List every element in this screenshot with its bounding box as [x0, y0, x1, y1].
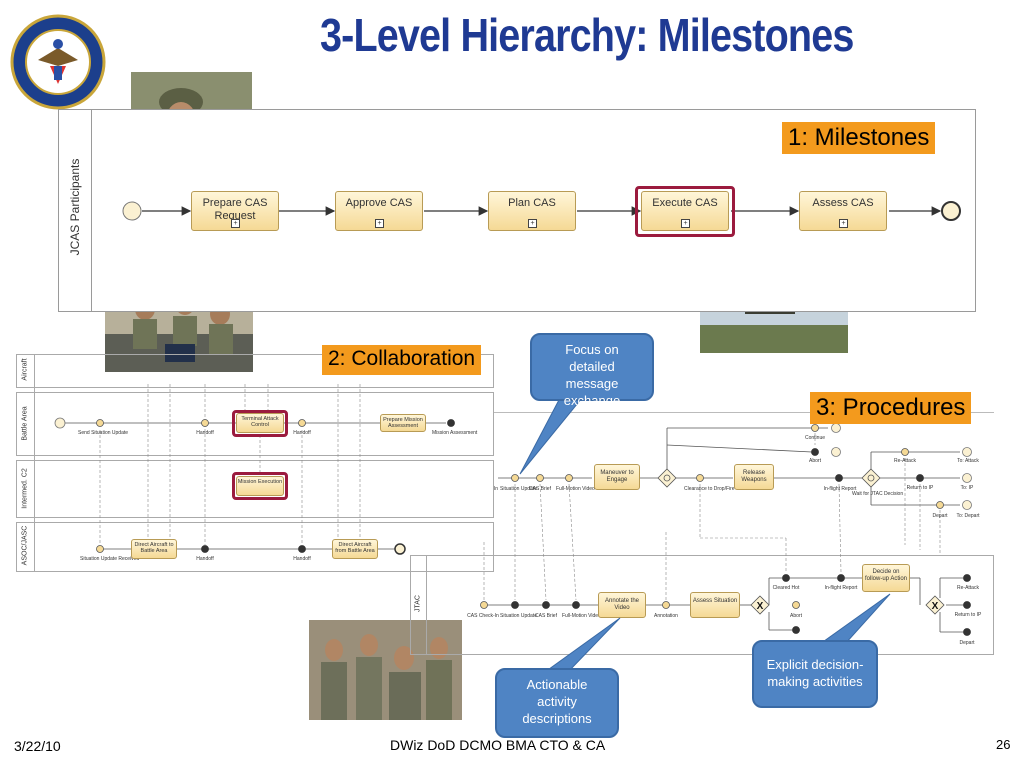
expand-icon[interactable]: + [681, 219, 690, 228]
full-motion-video-label: Full-Motion Video [562, 613, 601, 619]
to-attack-label: To: Attack [957, 458, 979, 464]
cas-check-in-label: CAS Check-In [467, 613, 499, 619]
expand-icon[interactable]: + [839, 219, 848, 228]
slide-title: 3-Level Hierarchy: Milestones [320, 9, 854, 61]
abort-label: Abort [790, 613, 802, 619]
task-approve-cas[interactable]: Approve CAS + [335, 191, 423, 231]
wait-for-jtac-decision-label: Wait for JTAC Decision [852, 491, 904, 497]
task-label: Decide on follow-up Action [864, 569, 908, 582]
task-prepare-mission-assessment[interactable]: Prepare Mission Assessment [380, 414, 426, 432]
terminal-attack-control-highlight [232, 410, 288, 437]
lane-aircraft [16, 354, 494, 388]
to-depart-label: To: Depart [956, 513, 980, 519]
task-decide-on-follow-up-action[interactable]: Decide on follow-up Action [862, 564, 910, 592]
task-annotate-the-video[interactable]: Annotate the Video [598, 592, 646, 618]
cas-brief-label: CAS Brief [529, 486, 551, 492]
abort-label: Abort [809, 458, 821, 464]
task-label: Assess CAS [812, 197, 874, 209]
briefing-room-photo [309, 620, 462, 720]
lane-asoc-jasc [16, 522, 494, 572]
dod-seal-icon [10, 14, 106, 110]
send-situation-update-label: Send Situation Update [78, 430, 129, 436]
situation-update-label: Situation Update [500, 613, 537, 619]
expand-icon[interactable]: + [375, 219, 384, 228]
task-label: Direct Aircraft to Battle Area [134, 542, 174, 554]
task-label: Annotate the Video [604, 598, 640, 611]
continue-label: Continue [804, 435, 825, 441]
task-terminal-attack-control[interactable]: Terminal Attack Control [236, 413, 284, 433]
task-direct-aircraft-from-battle-area[interactable]: Direct Aircraft from Battle Area [332, 539, 378, 559]
task-label: Maneuver to Engage [600, 470, 634, 483]
mission-assessment-label: Mission Assessment [432, 430, 478, 436]
cas-brief-label: CAS Brief [535, 613, 557, 619]
callout-focus-message-exchange: Focus on detailed message exchange [530, 333, 654, 408]
situation-update-label: Situation Update [500, 486, 537, 492]
task-label: Release Weapons [741, 470, 767, 483]
task-label: Plan CAS [508, 197, 556, 209]
in-flight-report-label: In-flight Report [823, 486, 857, 492]
depart-label: Depart [959, 640, 975, 646]
full-motion-video-label: Full-Motion Video [556, 486, 595, 492]
expand-icon[interactable]: + [231, 219, 240, 228]
handoff-label: Handoff [196, 430, 214, 436]
handoff-label: Handoff [196, 556, 214, 562]
depart-label: Depart [932, 513, 948, 519]
task-direct-aircraft-to-battle-area[interactable]: Direct Aircraft to Battle Area [131, 539, 177, 559]
footer-page-number: 26 [996, 737, 1011, 752]
situation-update-received-label: Situation Update Received [80, 556, 140, 562]
task-assess-cas[interactable]: Assess CAS + [799, 191, 887, 231]
lane-battle-area [16, 392, 494, 456]
procedures-badge: 3: Procedures [810, 392, 972, 424]
collaboration-diagram: Aircraft Battle Area Intermed. C2 ASOC/J… [16, 354, 494, 572]
pool-label-band: JCAS Participants [59, 110, 92, 311]
task-label: Execute CAS [652, 197, 718, 209]
in-flight-report-label: In-flight Report [824, 585, 858, 591]
task-label: Assess Situation [692, 598, 738, 604]
task-release-weapons[interactable]: Release Weapons [734, 464, 774, 490]
handoff-label: Handoff [293, 556, 311, 562]
task-assess-situation[interactable]: Assess Situation [690, 592, 740, 618]
cleared-hot-label: Cleared Hot [772, 585, 800, 591]
handoff-label: Handoff [293, 430, 311, 436]
clearance-to-drop-fire-label: Clearance to Drop/Fire [684, 486, 735, 492]
task-label: Approve CAS [345, 197, 413, 209]
task-prepare-cas-request[interactable]: Prepare CAS Request+ [191, 191, 279, 231]
task-label: Prepare Mission Assessment [383, 417, 423, 429]
svg-text:X: X [757, 601, 764, 612]
in-label: In [493, 486, 499, 492]
execute-cas-highlight [635, 186, 735, 237]
task-mission-execution[interactable]: Mission Execution [236, 476, 284, 496]
lane-label-band [16, 354, 35, 572]
jtac-lane-label-band [410, 555, 427, 655]
mission-execution-highlight [232, 472, 288, 500]
milestones-badge: 1: Milestones [782, 122, 936, 154]
task-maneuver-to-engage[interactable]: Maneuver to Engage [594, 464, 640, 490]
callout-actionable-activity: Actionable activity descriptions [495, 668, 619, 738]
re-attack-label: Re-Attack [894, 458, 916, 464]
return-to-ip-label: Return to IP [954, 612, 982, 618]
task-label: Mission Execution [237, 479, 283, 485]
procedures-top-area [494, 412, 994, 523]
return-to-ip-label: Return to IP [906, 485, 934, 491]
task-label: Direct Aircraft from Battle Area [335, 542, 375, 554]
svg-text:X: X [932, 601, 939, 612]
footer-date: 3/22/10 [14, 738, 61, 754]
task-label: Terminal Attack Control [241, 416, 279, 428]
expand-icon[interactable]: + [528, 219, 537, 228]
collaboration-badge: 2: Collaboration [322, 345, 482, 375]
lane-intermed-c2 [16, 460, 494, 518]
task-plan-cas[interactable]: Plan CAS + [488, 191, 576, 231]
task-execute-cas[interactable]: Execute CAS + [641, 191, 729, 231]
to-ip-label: To: IP [960, 485, 974, 491]
re-attack-label: Re-Attack [957, 585, 979, 591]
footer-organization: DWiz DoD DCMO BMA CTO & CA [390, 737, 606, 753]
callout-explicit-decision-making: Explicit decision-making activities [752, 640, 878, 708]
annotation-label: Annotation [654, 613, 678, 619]
task-label: Prepare CAS Request [202, 197, 268, 222]
jtac-lane [410, 555, 994, 655]
